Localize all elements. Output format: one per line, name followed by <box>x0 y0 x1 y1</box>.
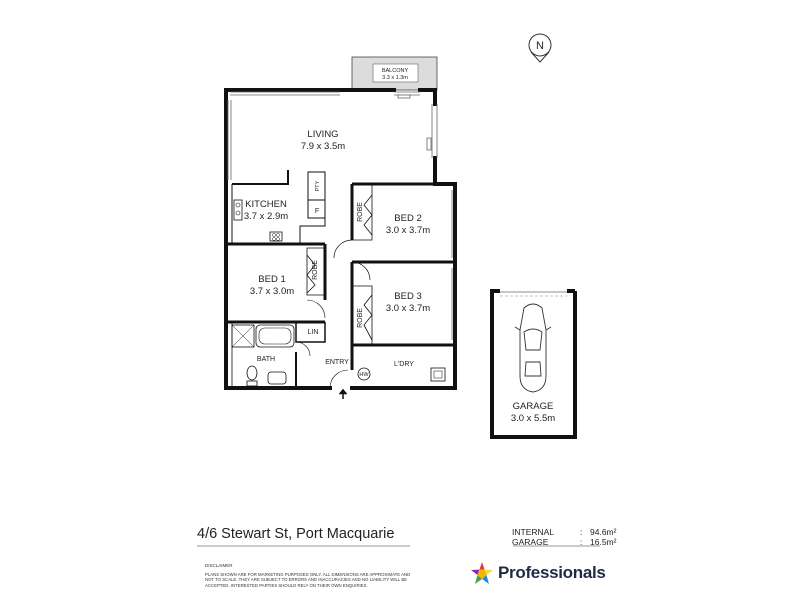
garage-area-row: GARAGE : 16.5m² <box>512 537 616 547</box>
living-size: 7.9 x 3.5m <box>301 141 345 152</box>
laundry-label: L'DRY <box>394 361 414 368</box>
compass-letter: N <box>536 40 544 52</box>
bed2-walls <box>350 182 455 264</box>
living-windows <box>227 91 438 180</box>
fridge-label: F <box>315 208 319 215</box>
internal-area-colon: : <box>580 527 583 537</box>
entry-label: ENTRY <box>325 359 349 366</box>
bed3-robe-label: ROBE <box>357 308 364 328</box>
bed2-size: 3.0 x 3.7m <box>386 225 430 236</box>
property-address: 4/6 Stewart St, Port Macquarie <box>197 526 395 542</box>
bed2-robe-label: ROBE <box>357 202 364 222</box>
disclaimer-line-3: ACCEPTED. INTERESTED PARTIES SHOULD RELY… <box>205 582 368 588</box>
bath-area <box>231 322 326 388</box>
car-icon <box>514 303 552 393</box>
north-compass-icon: N <box>528 33 552 63</box>
balcony-size: 3.3 x 1.3m <box>382 75 408 81</box>
kitchen-size: 3.7 x 2.9m <box>244 211 288 222</box>
garage-label: GARAGE <box>513 401 554 412</box>
bed3-size: 3.0 x 3.7m <box>386 303 430 314</box>
brand-logo: Professionals <box>470 560 606 586</box>
kitchen-label: KITCHEN <box>245 199 287 210</box>
bed2-label: BED 2 <box>394 213 421 224</box>
star-logo-icon <box>471 562 493 584</box>
linen-label: LIN <box>308 329 319 336</box>
brand-name: Professionals <box>498 563 606 582</box>
kitchen-area <box>231 170 326 245</box>
internal-area-value: 94.6m² <box>590 527 617 537</box>
exterior-walls <box>224 88 457 390</box>
bed1-size: 3.7 x 3.0m <box>250 286 294 297</box>
bath-label: BATH <box>257 356 275 363</box>
bed1-label: BED 1 <box>258 274 285 285</box>
hot-water-label: HW <box>359 372 369 378</box>
garage-size: 3.0 x 5.5m <box>511 413 555 424</box>
balcony-area: BALCONY 3.3 x 1.3m <box>351 56 438 91</box>
bed3-label: BED 3 <box>394 291 421 302</box>
balcony-label: BALCONY <box>382 68 409 74</box>
bed1-walls <box>226 242 327 324</box>
garage-area-colon: : <box>580 537 583 547</box>
internal-area-row: INTERNAL : 94.6m² <box>512 527 616 537</box>
internal-area-label: INTERNAL <box>512 527 555 537</box>
bed3-walls <box>352 268 455 347</box>
disclaimer-line-2: NOT TO SCALE. THEY ARE SUBJECT TO ERRORS… <box>205 577 408 583</box>
garage-area-label: GARAGE <box>512 537 549 547</box>
entry-laundry-area <box>329 367 446 399</box>
pantry-label: PTY <box>315 180 321 191</box>
bed1-robe-label: ROBE <box>312 260 319 280</box>
disclaimer-heading: DISCLAIMER <box>205 563 233 568</box>
garage-area <box>490 289 577 439</box>
disclaimer-line-1: PLANS SHOWN ARE FOR MARKETING PURPOSES O… <box>205 572 411 578</box>
disclaimer: DISCLAIMER PLANS SHOWN ARE FOR MARKETING… <box>205 563 420 588</box>
living-label: LIVING <box>307 129 338 140</box>
hall-doors <box>333 239 371 370</box>
garage-area-value: 16.5m² <box>590 537 617 547</box>
area-summary: INTERNAL : 94.6m² GARAGE : 16.5m² <box>512 527 616 547</box>
